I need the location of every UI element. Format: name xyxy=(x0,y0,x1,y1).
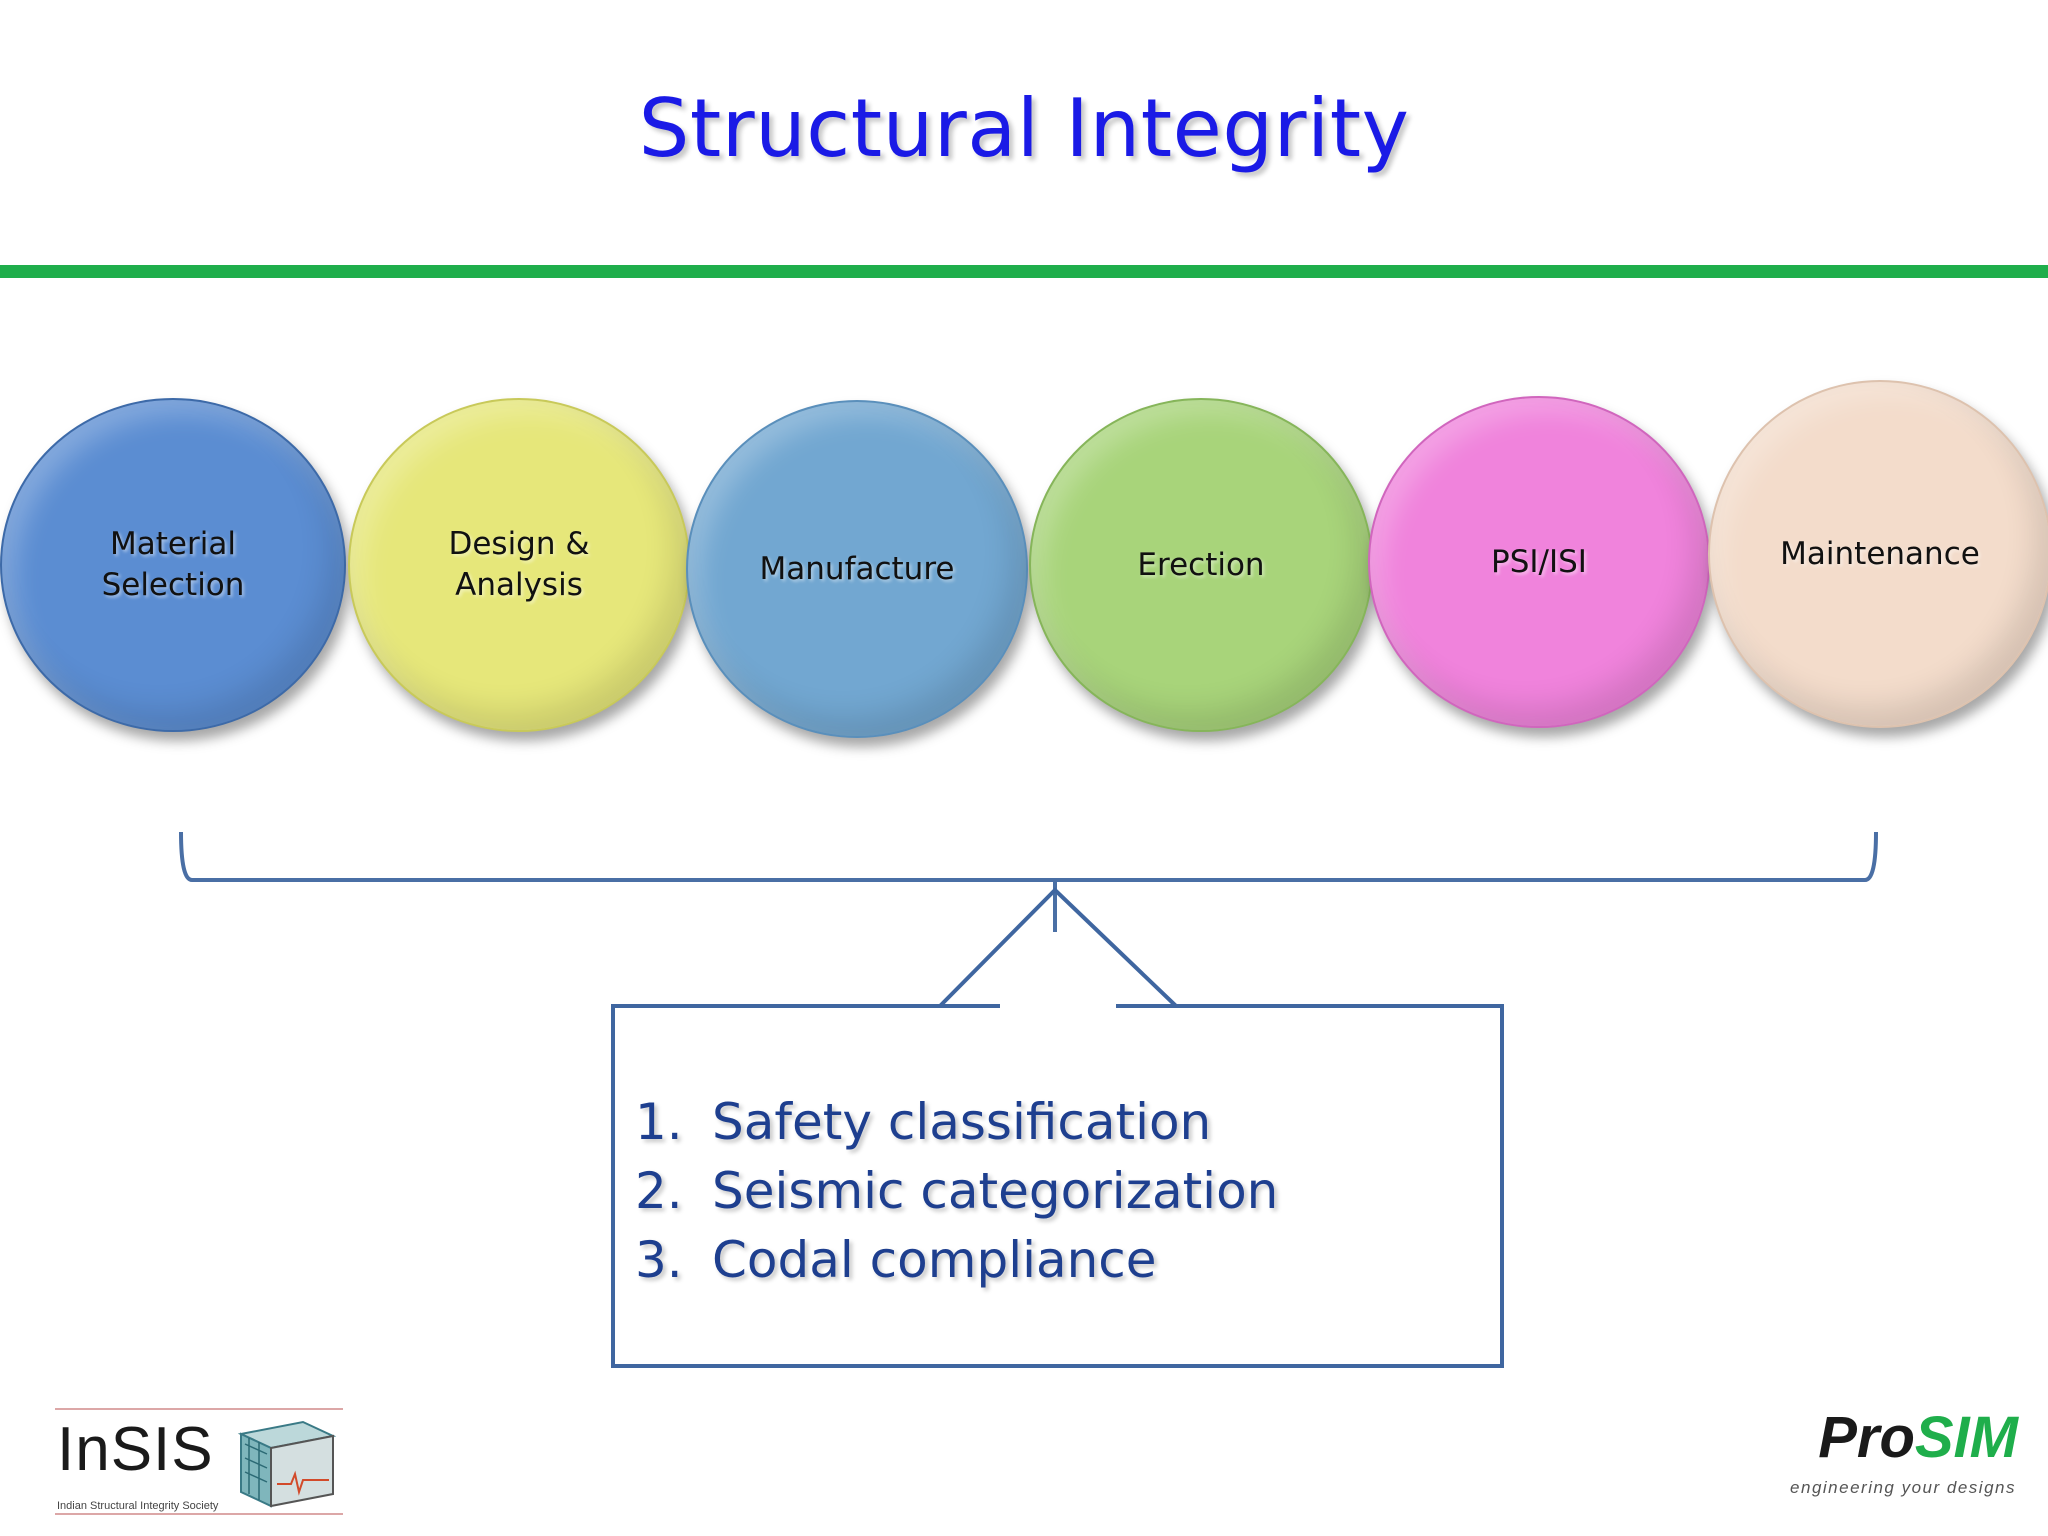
prosim-pro: Pro xyxy=(1818,1405,1915,1470)
stage-erection: Erection xyxy=(1029,398,1373,732)
title-divider xyxy=(0,265,2048,278)
slide-title: Structural Integrity xyxy=(638,82,1410,175)
list-item: 2. Seismic categorization xyxy=(635,1157,1278,1226)
prosim-sim: SIM xyxy=(1914,1405,2018,1470)
callout-list: 1. Safety classification 2. Seismic cate… xyxy=(635,1088,1278,1295)
list-number: 1. xyxy=(635,1093,683,1151)
list-number: 2. xyxy=(635,1162,683,1220)
stage-psi-isi: PSI/ISI xyxy=(1368,396,1710,728)
prosim-logo: ProSIM engineering your designs xyxy=(1788,1404,2018,1504)
insis-subtitle: Indian Structural Integrity Society xyxy=(57,1500,219,1512)
prosim-tagline: engineering your designs xyxy=(1790,1478,2016,1497)
insis-logo: InSIS Indian Structural Integrity Societ… xyxy=(55,1408,343,1516)
list-item: 3. Codal compliance xyxy=(635,1226,1278,1295)
list-item: 1. Safety classification xyxy=(635,1088,1278,1157)
insis-frame xyxy=(55,1408,343,1515)
list-text: Codal compliance xyxy=(712,1231,1157,1289)
stage-material-selection: Material Selection xyxy=(0,398,346,732)
stage-maintenance: Maintenance xyxy=(1708,380,2048,728)
prosim-wordmark: ProSIM xyxy=(1818,1404,2018,1471)
list-text: Safety classification xyxy=(712,1093,1212,1151)
stage-design-analysis: Design & Analysis xyxy=(348,398,690,732)
cube-icon xyxy=(237,1420,337,1508)
brace xyxy=(179,831,1878,882)
list-text: Seismic categorization xyxy=(712,1162,1279,1220)
callout-box xyxy=(611,1004,1504,1368)
list-number: 3. xyxy=(635,1231,683,1289)
stage-manufacture: Manufacture xyxy=(686,400,1028,738)
callout-pointer xyxy=(938,887,1178,1008)
insis-wordmark: InSIS xyxy=(57,1415,214,1484)
